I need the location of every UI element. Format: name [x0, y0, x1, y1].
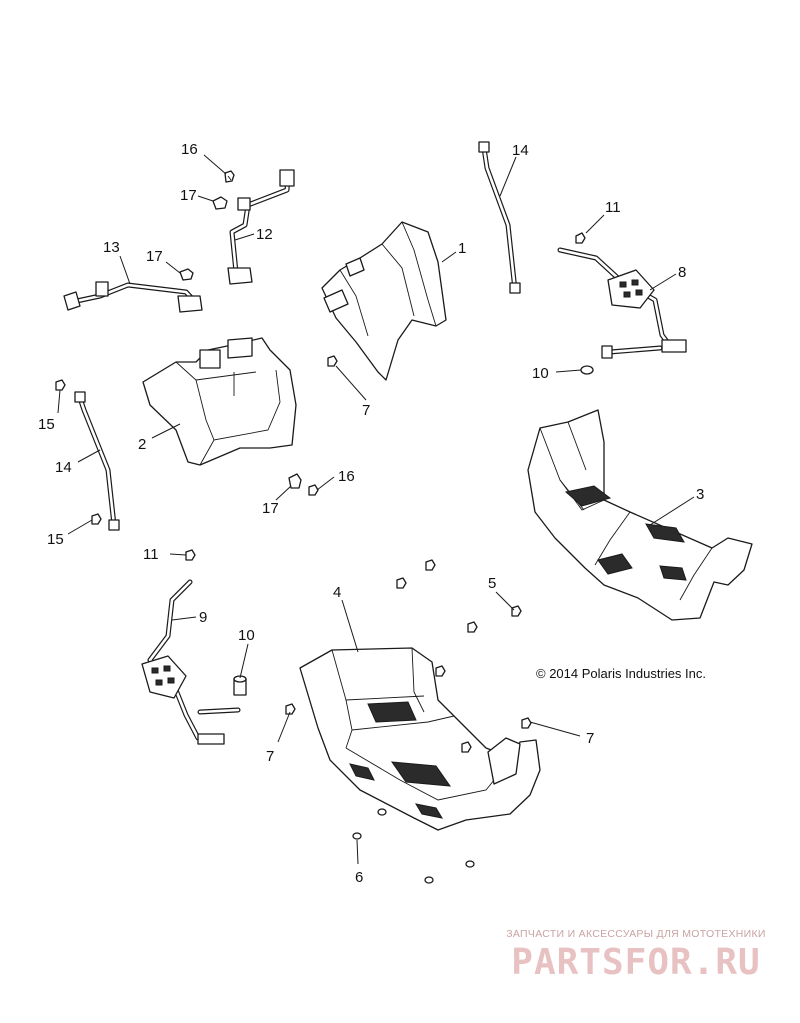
screw-16-top	[224, 170, 235, 183]
callout-16-top: 16	[181, 141, 198, 158]
callout-17-top: 17	[180, 187, 197, 204]
callout-3: 3	[696, 486, 704, 503]
screw-11-left	[185, 549, 196, 561]
clip-17-top	[212, 196, 228, 210]
watermark-logo: ЗАПЧАСТИ И АКСЕССУАРЫ ДЛЯ МОТОТЕХНИКИ PA…	[486, 928, 786, 983]
footrest-bracket-9	[141, 579, 241, 745]
callout-5: 5	[488, 575, 496, 592]
screw-15-top	[55, 379, 66, 391]
callout-2: 2	[138, 436, 146, 453]
clip-17-mid	[179, 268, 194, 281]
callout-11-right: 11	[605, 199, 621, 216]
bushing-10-right	[580, 365, 594, 375]
callout-7-left-lower: 7	[266, 748, 274, 765]
side-panel-1	[321, 221, 447, 381]
watermark-tagline: ЗАПЧАСТИ И АКСЕССУАРЫ ДЛЯ МОТОТЕХНИКИ	[506, 928, 766, 940]
callout-7-mid: 7	[362, 402, 370, 419]
callout-labels: 16 17 12 13 17 1 14 11 8 10 7 15 2 14 16…	[38, 141, 704, 886]
screws-4-floor	[435, 665, 472, 753]
callout-11-left: 11	[143, 546, 159, 563]
screw-15-bottom	[91, 513, 102, 525]
rod-14-left	[74, 391, 120, 531]
callout-15-top: 15	[38, 416, 55, 433]
watermark-brand: PARTSFOR.RU	[511, 942, 761, 983]
copyright-notice: © 2014 Polaris Industries Inc.	[536, 666, 706, 681]
callout-4: 4	[333, 584, 341, 601]
floor-panel-4	[299, 647, 541, 831]
callout-10-left: 10	[238, 627, 255, 644]
screw-16-lower	[308, 484, 319, 496]
bushing-10-left	[233, 675, 247, 696]
callout-15-bottom: 15	[47, 531, 64, 548]
floor-panel-3	[527, 409, 753, 621]
callout-12: 12	[256, 226, 273, 243]
callout-17-lower: 17	[262, 500, 279, 517]
screws-5	[396, 559, 522, 633]
callout-10-right: 10	[532, 365, 549, 382]
screw-11-right	[575, 232, 586, 244]
rod-14-right	[478, 141, 521, 294]
footrest-bracket-8	[557, 247, 687, 359]
bracket-13	[63, 281, 203, 313]
callout-14-left: 14	[55, 459, 72, 476]
callout-9: 9	[199, 609, 207, 626]
callout-16-lower: 16	[338, 468, 355, 485]
callout-1: 1	[458, 240, 466, 257]
leader-lines	[57, 154, 695, 865]
screw-7-mid	[327, 355, 338, 367]
callout-6: 6	[355, 869, 363, 886]
nuts-6	[352, 808, 475, 884]
side-panel-2	[142, 337, 297, 466]
callout-7-right-lower: 7	[586, 730, 594, 747]
screw-7-right-lower	[521, 717, 532, 729]
callout-13: 13	[103, 239, 120, 256]
bracket-12	[227, 169, 295, 285]
callout-8: 8	[678, 264, 686, 281]
screw-7-left-lower	[285, 703, 296, 715]
callout-17-mid: 17	[146, 248, 163, 265]
callout-14-right: 14	[512, 142, 529, 159]
